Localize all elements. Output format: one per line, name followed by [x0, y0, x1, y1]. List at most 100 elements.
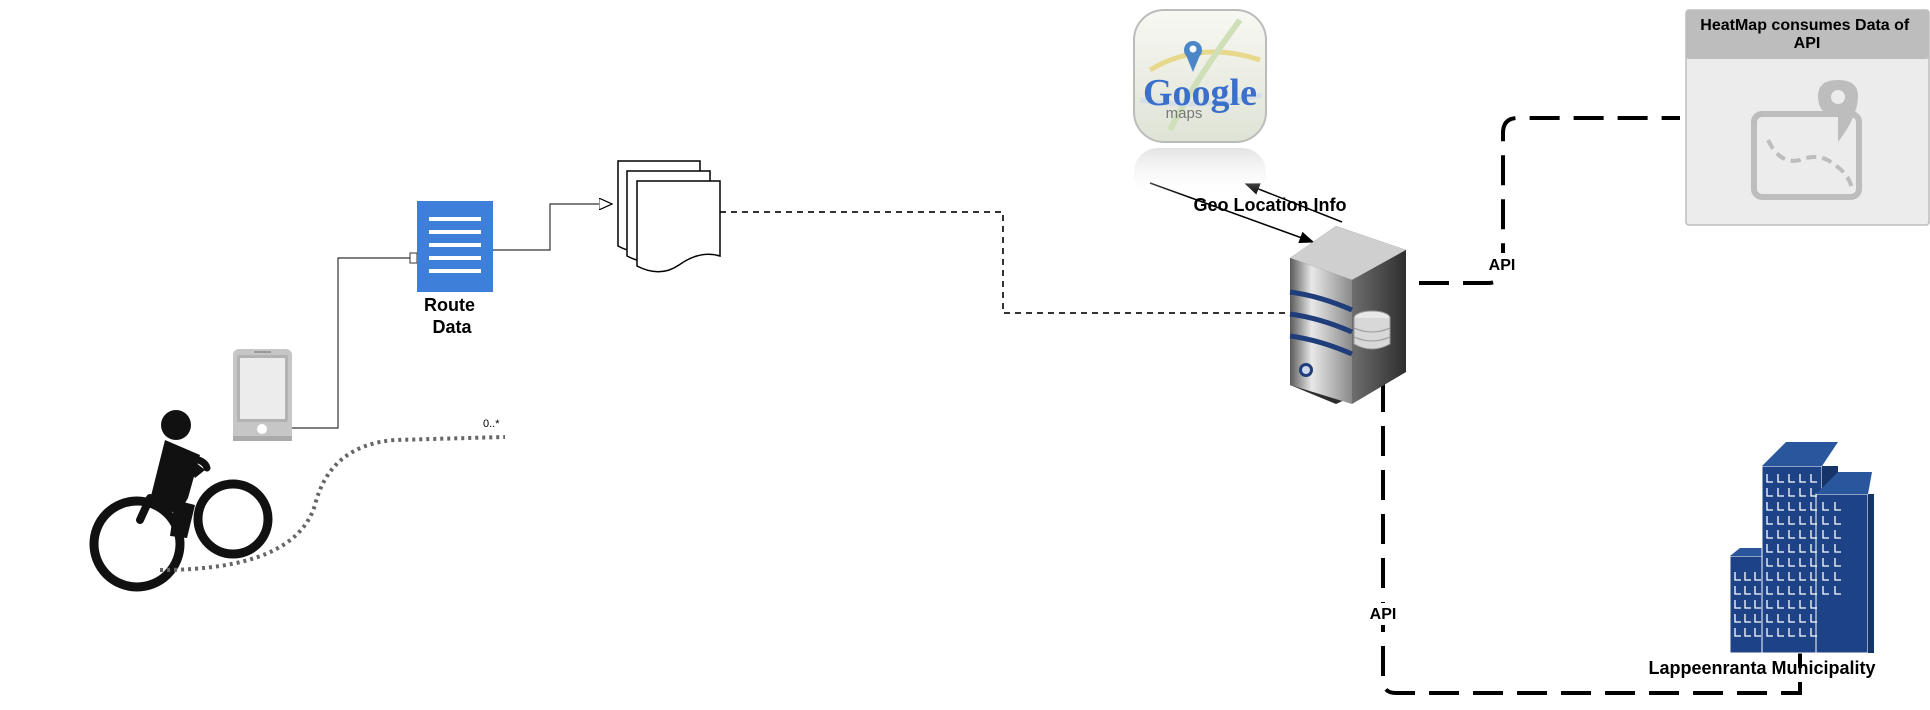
building-window: [1834, 558, 1841, 567]
map-pin-icon: [1751, 80, 1862, 200]
building-window: [1766, 558, 1773, 567]
building-window: [1799, 530, 1806, 539]
building-window: [1822, 530, 1829, 539]
building-window: [1744, 628, 1751, 637]
heatmap-container: HeatMap consumes Data of API: [1685, 9, 1930, 226]
building-window: [1834, 502, 1841, 511]
building-window: [1777, 544, 1784, 553]
building-window: [1810, 558, 1817, 567]
building-window: [1734, 614, 1741, 623]
building-window: [1754, 628, 1761, 637]
building-window: [1777, 586, 1784, 595]
building-window: [1810, 600, 1817, 609]
api-label-bottom: API: [1370, 606, 1397, 623]
building-window: [1788, 530, 1795, 539]
building-window: [1822, 586, 1829, 595]
building-window: [1810, 628, 1817, 637]
documents-to-server-connector: [720, 211, 1290, 314]
building-window: [1788, 516, 1795, 525]
building-window: [1834, 586, 1841, 595]
building-window: [1777, 488, 1784, 497]
building-window: [1788, 614, 1795, 623]
building-window: [1777, 614, 1784, 623]
heatmap-title: HeatMap consumes Data of API: [1700, 17, 1913, 52]
building-window: [1834, 530, 1841, 539]
building-window: [1788, 600, 1795, 609]
building-window: [1766, 544, 1773, 553]
building-window: [1766, 600, 1773, 609]
route-to-documents-connector: [490, 204, 612, 251]
building-window: [1834, 516, 1841, 525]
building-window: [1788, 572, 1795, 581]
building-window: [1799, 474, 1806, 483]
building-window: [1810, 544, 1817, 553]
building-window: [1799, 586, 1806, 595]
building-window: [1788, 502, 1795, 511]
building-window: [1754, 572, 1761, 581]
building-window: [1744, 600, 1751, 609]
building-window: [1799, 558, 1806, 567]
building-window: [1788, 586, 1795, 595]
building-window: [1766, 628, 1773, 637]
building-window: [1799, 502, 1806, 511]
building-window: [1799, 544, 1806, 553]
multiplicity-label: 0..*: [483, 418, 500, 430]
connector-port: [409, 252, 418, 264]
office-buildings-icon: [1729, 442, 1874, 654]
cyclist-icon: [89, 410, 273, 592]
municipality-label: Lappeenranta Municipality: [1648, 658, 1875, 678]
document-icon: [417, 201, 493, 292]
building-window: [1734, 572, 1741, 581]
building-window: [1744, 586, 1751, 595]
building-window: [1754, 600, 1761, 609]
server-icon: [1289, 226, 1406, 404]
multi-document-icon: [617, 160, 721, 273]
building-window: [1777, 600, 1784, 609]
building-window: [1834, 544, 1841, 553]
api-label-top: API: [1489, 257, 1516, 274]
building-window: [1766, 474, 1773, 483]
route-data-label: Route Data: [424, 295, 480, 337]
building-window: [1734, 586, 1741, 595]
google-maps-icon: Google maps: [1133, 9, 1267, 198]
building-window: [1810, 614, 1817, 623]
building-window: [1766, 572, 1773, 581]
google-maps-subtext: maps: [1166, 105, 1203, 122]
building-window: [1799, 600, 1806, 609]
building-window: [1822, 572, 1829, 581]
building-window: [1734, 628, 1741, 637]
building-window: [1810, 530, 1817, 539]
building-window: [1777, 474, 1784, 483]
smartphone-icon: [233, 349, 292, 441]
building-window: [1744, 572, 1751, 581]
building-window: [1777, 628, 1784, 637]
building-window: [1788, 488, 1795, 497]
api-label-bg-bottom: [1363, 603, 1403, 625]
building-window: [1754, 586, 1761, 595]
building-window: [1799, 572, 1806, 581]
building-window: [1766, 530, 1773, 539]
building-window: [1788, 544, 1795, 553]
building-window: [1822, 544, 1829, 553]
building-window: [1777, 516, 1784, 525]
building-window: [1744, 614, 1751, 623]
building-window: [1810, 474, 1817, 483]
building-window: [1799, 488, 1806, 497]
building-window: [1822, 516, 1829, 525]
server-to-municipality-connector: [1381, 382, 1802, 695]
building-window: [1788, 628, 1795, 637]
building-window: [1822, 558, 1829, 567]
building-window: [1799, 614, 1806, 623]
api-label-bg-top: [1482, 253, 1522, 275]
geo-arrow-to-google: [1244, 183, 1343, 223]
geo-location-label: Geo Location Info: [1194, 195, 1347, 215]
building-window: [1766, 586, 1773, 595]
building-window: [1810, 502, 1817, 511]
building-window: [1734, 600, 1741, 609]
building-window: [1799, 628, 1806, 637]
building-window: [1834, 572, 1841, 581]
building-window: [1810, 586, 1817, 595]
building-window: [1766, 488, 1773, 497]
building-window: [1799, 516, 1806, 525]
building-window: [1766, 502, 1773, 511]
